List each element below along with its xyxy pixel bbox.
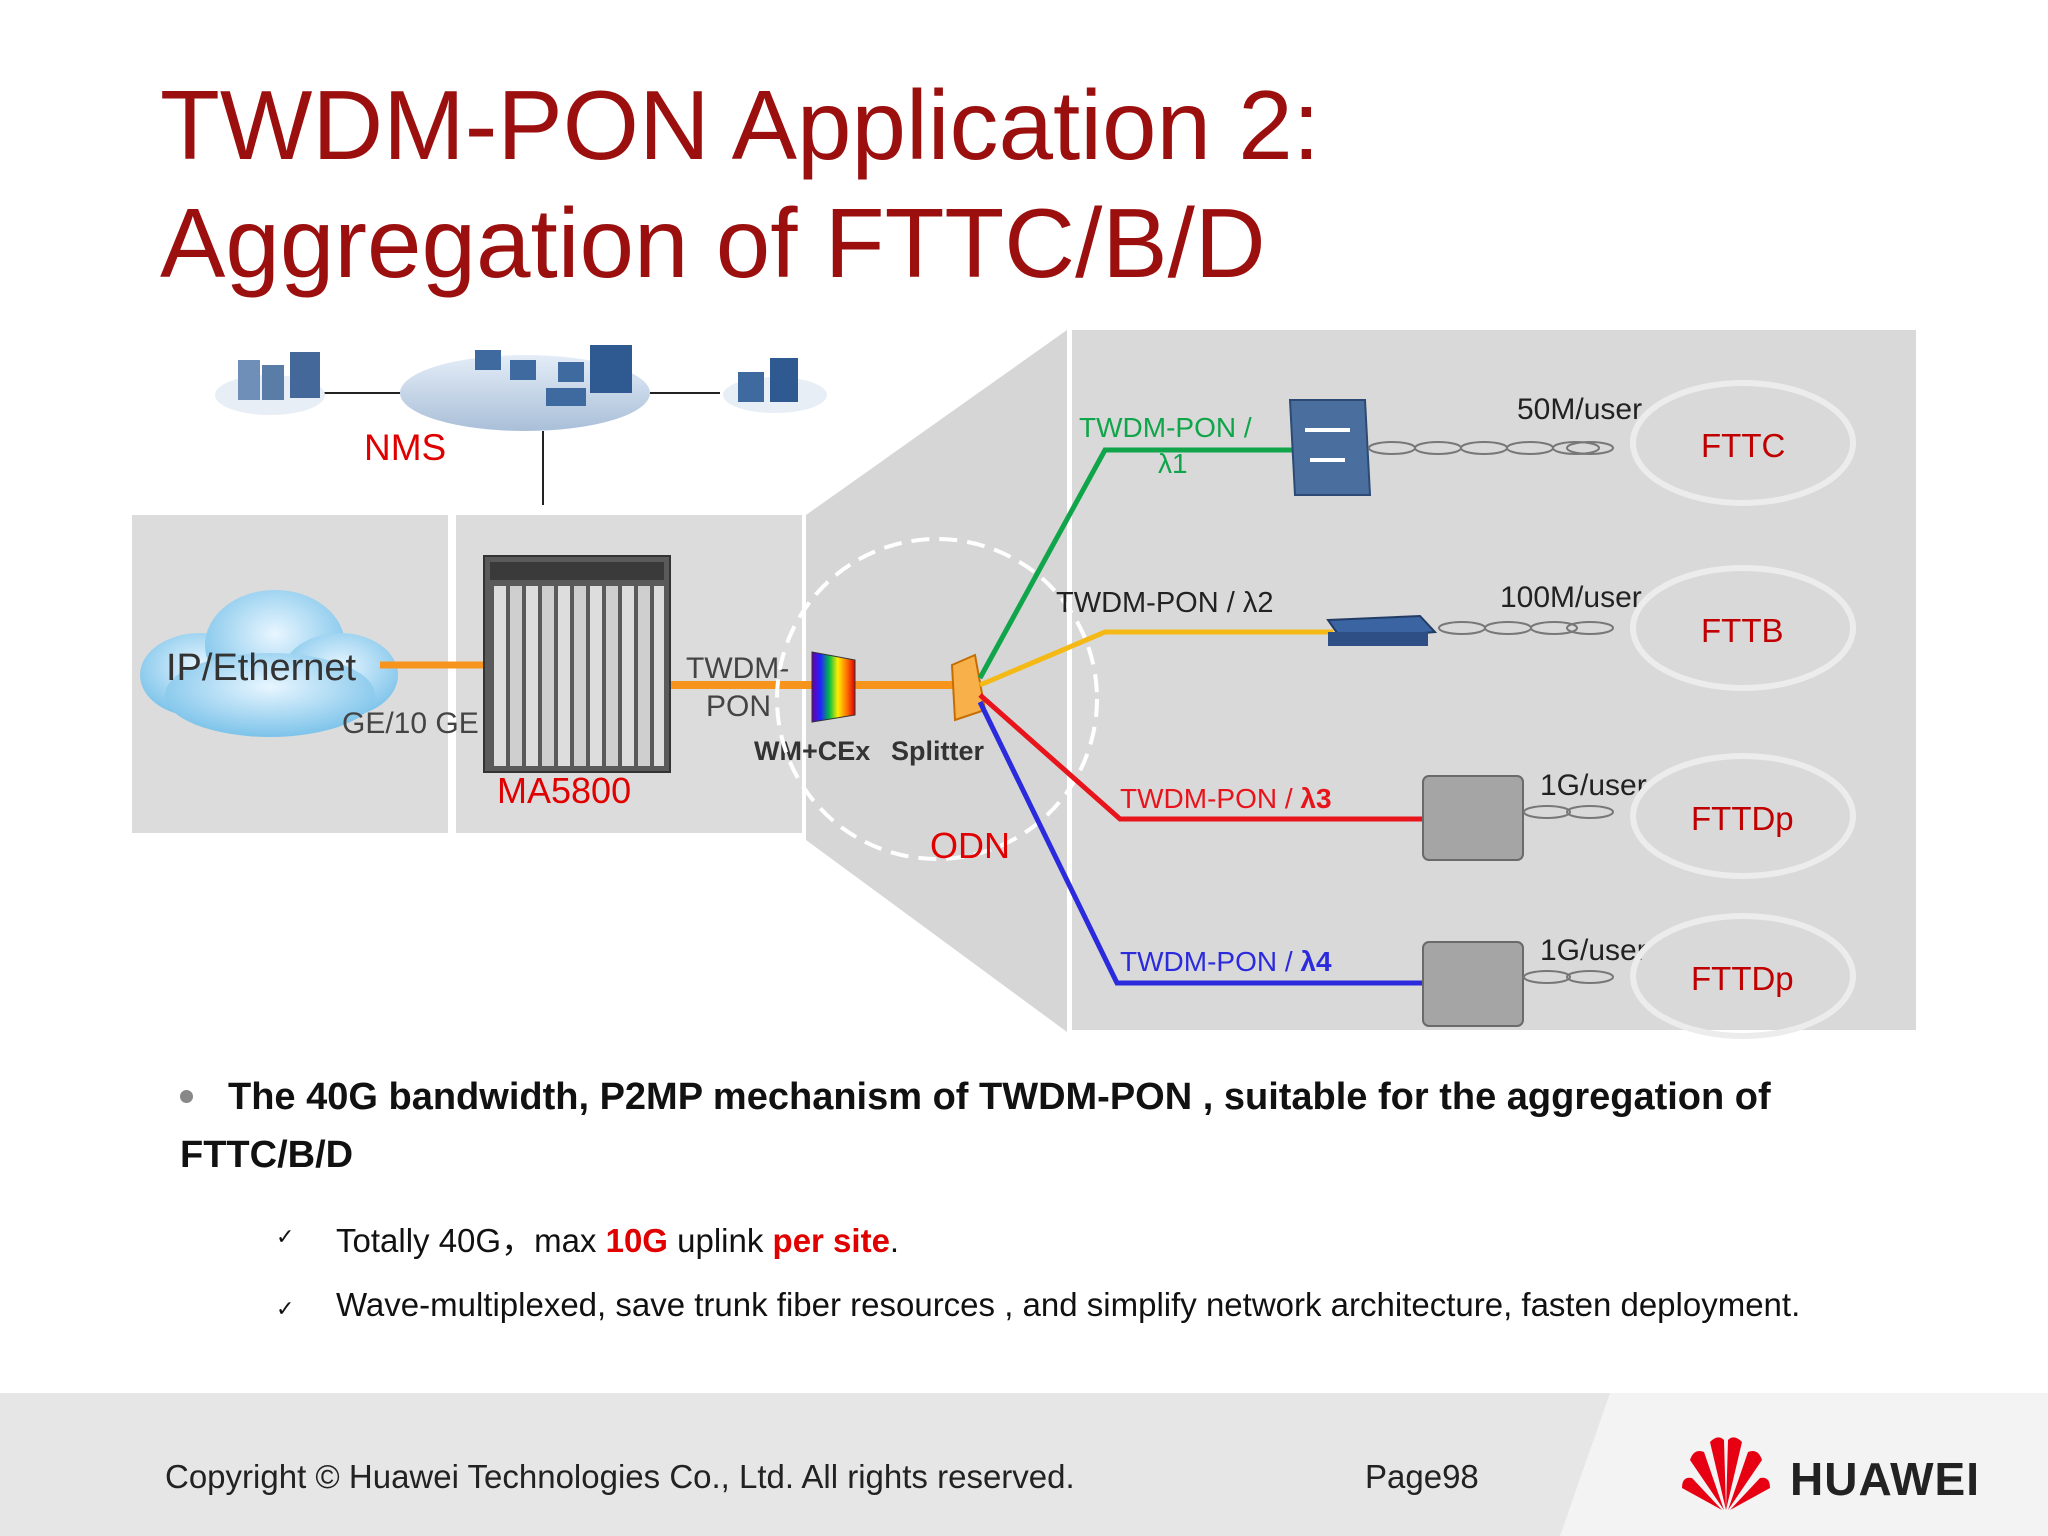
branch-1-label: TWDM-PON /: [1079, 412, 1252, 443]
sub1-text-e: .: [889, 1222, 900, 1259]
main-bullet: The 40G bandwidth, P2MP mechanism of TWD…: [180, 1068, 1900, 1184]
odn-label: ODN: [930, 825, 1010, 866]
rate-4: 1G/user: [1540, 934, 1647, 967]
ma5800-label: MA5800: [497, 770, 631, 811]
site-1-label: FTTC: [1701, 427, 1785, 464]
access-panel: [1072, 330, 1916, 1030]
splitter-label: Splitter: [891, 736, 985, 766]
copper-lines: [1368, 441, 1614, 984]
check-icon: ✓: [276, 1296, 295, 1321]
site-oval-3: [1630, 753, 1856, 879]
huawei-logo-icon: [1682, 1437, 1770, 1510]
pc-icon: [738, 372, 764, 402]
rate-3: 1G/user: [1540, 769, 1647, 802]
branch-3-lambda: λ3: [1300, 783, 1331, 814]
pon-label-2: PON: [706, 690, 771, 723]
branch-3-label: TWDM-PON / λ3: [1120, 783, 1332, 814]
wm-cex-label: WM+CEx: [754, 736, 870, 766]
sub-bullet-1: Totally 40G，max 10G uplink per site.: [336, 1214, 899, 1262]
fiber-lambda4: [977, 700, 1423, 986]
site-oval-2: [1630, 565, 1856, 691]
sub1-text-a: Totally 40G，max: [336, 1222, 606, 1259]
router-icon: [1288, 399, 1372, 496]
huawei-wordmark: HUAWEI: [1790, 1453, 1980, 1505]
nms-oval: [400, 355, 650, 431]
server-icon: [238, 360, 260, 400]
check-icon: ✓: [276, 1224, 295, 1249]
title-line-2: Aggregation of FTTC/B/D: [160, 188, 1266, 298]
branch-1-lambda: λ1: [1158, 448, 1188, 479]
fiber-lambda3: [978, 693, 1423, 822]
uplink-label: GE/10 GE: [342, 707, 479, 740]
site-oval-4: [1630, 913, 1856, 1039]
page-number: Page98: [1365, 1458, 1479, 1495]
main-bullet-text: The 40G bandwidth, P2MP mechanism of TWD…: [180, 1076, 1771, 1176]
switch-icon: [1326, 614, 1438, 646]
branch-4-lambda: λ4: [1300, 946, 1332, 977]
branch-2-label: TWDM-PON / λ2: [1056, 587, 1274, 619]
odn-circle: [775, 537, 1099, 861]
sub-bullet-2: Wave-multiplexed, save trunk fiber resou…: [336, 1286, 1801, 1323]
nms-label: NMS: [364, 427, 446, 468]
site-oval-1: [1630, 380, 1856, 506]
pon-label-1: TWDM-: [686, 652, 789, 685]
branch-3-prefix: TWDM-PON /: [1120, 783, 1300, 814]
fttdp-unit-1: [1422, 775, 1524, 861]
workstation-icon: [475, 350, 501, 370]
site-3-label: FTTDp: [1691, 800, 1794, 837]
site-4-label: FTTDp: [1691, 960, 1794, 997]
sub1-highlight-per-site: per site: [772, 1222, 890, 1259]
site-2-label: FTTB: [1701, 612, 1783, 649]
bullet-dot: [180, 1090, 193, 1103]
fiber-lambda1: [977, 447, 1292, 680]
title-line-1: TWDM-PON Application 2:: [160, 70, 1320, 180]
network-diagram: NMS IP/Ethernet GE/10 GE MA5800 TWDM- PO…: [132, 330, 1916, 1039]
sub1-text-c: uplink: [667, 1222, 773, 1259]
ip-ethernet-cloud: IP/Ethernet: [140, 590, 398, 737]
footer-divider: [1560, 1393, 2048, 1536]
nms-group: NMS: [215, 345, 827, 505]
fiber-lambda2: [979, 629, 1333, 688]
slide-title: TWDM-PON Application 2: Aggregation of F…: [160, 66, 1760, 302]
branch-4-prefix: TWDM-PON /: [1120, 946, 1300, 977]
copyright-text: Copyright © Huawei Technologies Co., Ltd…: [165, 1458, 1075, 1495]
fttdp-unit-2: [1422, 941, 1524, 1027]
rate-2: 100M/user: [1500, 581, 1642, 614]
ma5800-chassis: [483, 555, 671, 773]
branch-4-label: TWDM-PON / λ4: [1120, 946, 1332, 977]
ip-ethernet-label: IP/Ethernet: [166, 647, 357, 689]
wm-cex-prism: [811, 651, 856, 723]
sub1-highlight-10g: 10G: [605, 1222, 668, 1259]
rate-1: 50M/user: [1517, 393, 1642, 426]
